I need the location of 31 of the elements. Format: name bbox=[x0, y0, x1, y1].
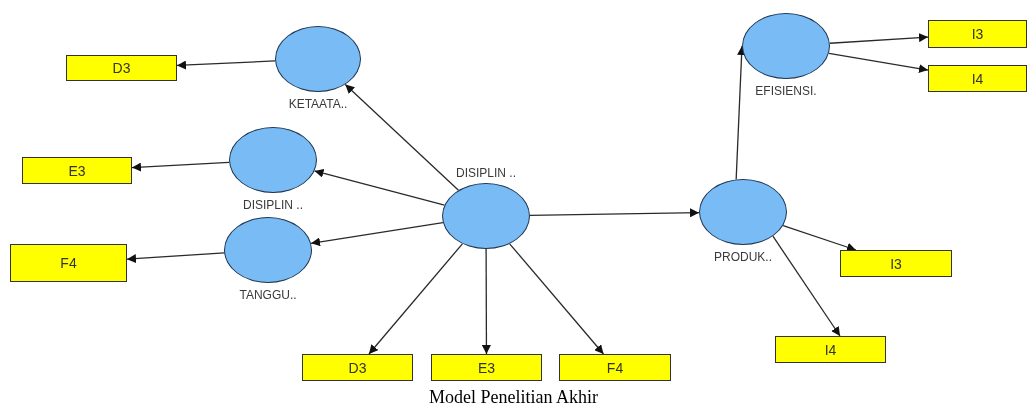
indicator-box: I4 bbox=[928, 65, 1027, 92]
arrow bbox=[176, 60, 276, 70]
construct-label: DISIPLIN .. bbox=[243, 198, 303, 212]
arrow bbox=[529, 208, 700, 218]
indicator-box: E3 bbox=[431, 354, 542, 381]
construct-label: TANGGU.. bbox=[239, 288, 297, 302]
indicator-box: F4 bbox=[10, 244, 127, 282]
construct-label: DISIPLIN .. bbox=[456, 166, 516, 180]
construct-label: PRODUK.. bbox=[714, 250, 772, 264]
indicator-box: I3 bbox=[928, 20, 1027, 48]
arrow bbox=[313, 168, 446, 206]
indicator-box: F4 bbox=[559, 354, 671, 381]
construct-label: KETAATA.. bbox=[288, 97, 348, 111]
arrow bbox=[131, 161, 230, 172]
arrow bbox=[310, 222, 444, 247]
indicator-box: E3 bbox=[22, 157, 132, 184]
indicator-box: D3 bbox=[66, 55, 177, 81]
arrow bbox=[772, 235, 841, 337]
arrow bbox=[829, 33, 929, 44]
arrow bbox=[481, 248, 491, 355]
arrow bbox=[509, 243, 605, 355]
indicator-box: I4 bbox=[775, 336, 886, 363]
indicator-box: D3 bbox=[302, 354, 413, 381]
arrow bbox=[782, 224, 857, 252]
arrow bbox=[126, 252, 225, 264]
arrow bbox=[344, 83, 460, 191]
arrow bbox=[828, 52, 929, 74]
indicator-box: I3 bbox=[840, 250, 952, 277]
arrow bbox=[368, 243, 464, 355]
construct-label: EFISIENSI. bbox=[755, 84, 817, 98]
caption: Model Penelitian Akhir bbox=[429, 387, 598, 407]
